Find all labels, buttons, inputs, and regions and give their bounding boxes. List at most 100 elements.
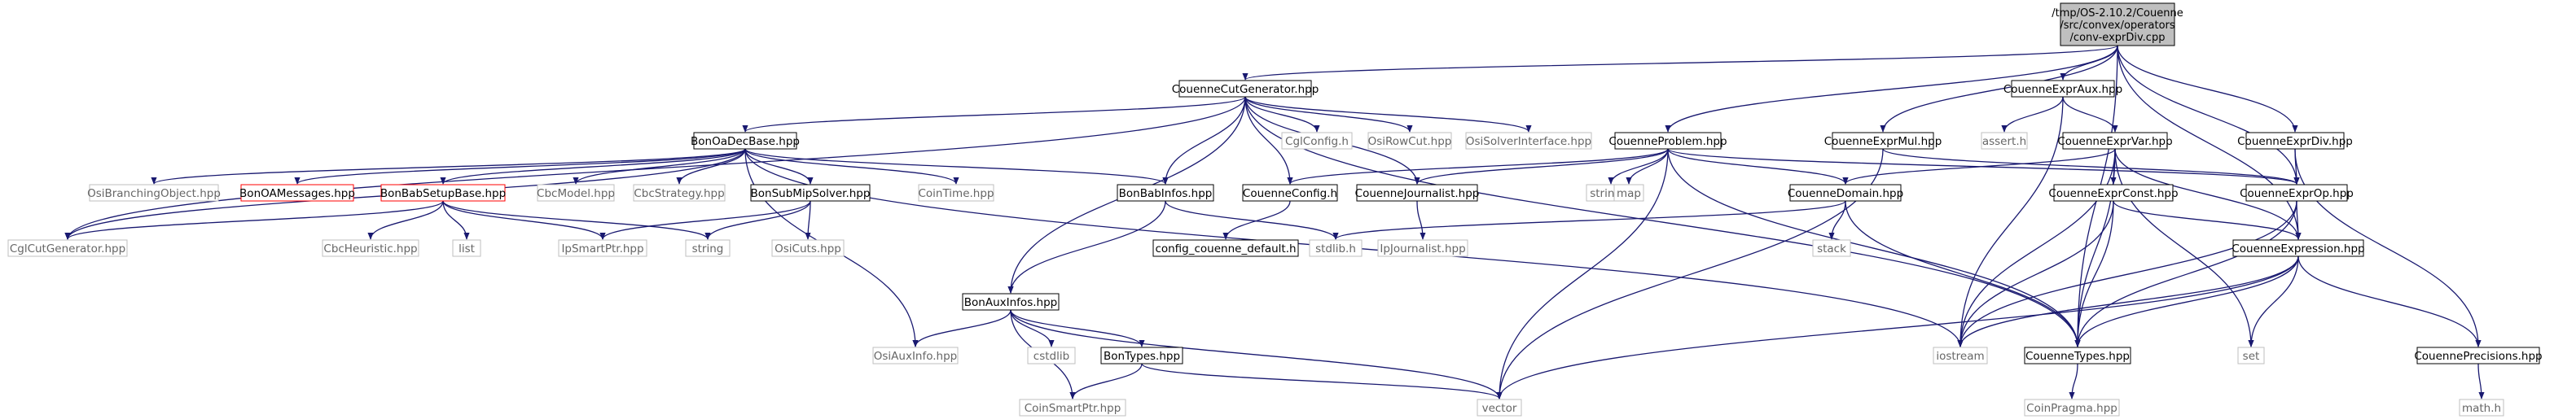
include-node: CoinSmartPtr.hpp bbox=[1019, 399, 1126, 417]
include-node[interactable]: CouenneExprVar.hpp bbox=[2057, 132, 2173, 150]
node-box bbox=[1614, 132, 1722, 150]
node-box bbox=[558, 239, 647, 257]
include-node[interactable]: CouenneProblem.hpp bbox=[1608, 132, 1727, 150]
include-node[interactable]: CouenneTypes.hpp bbox=[2024, 347, 2131, 364]
include-node: iostream bbox=[1933, 347, 1988, 364]
edge-n_couDomain-to-n_stack bbox=[1828, 200, 1846, 240]
node-box bbox=[1933, 347, 1988, 364]
node-label: CouenneExprVar.hpp bbox=[2057, 135, 2172, 148]
include-node: CoinTime.hpp bbox=[918, 184, 994, 202]
node-label: string bbox=[692, 242, 724, 255]
edge-n_exprMul-to-n_exprOp bbox=[1882, 148, 2300, 185]
node-box bbox=[1152, 239, 1299, 257]
edge-n_cutgen-to-n_osiSolverIf bbox=[1244, 96, 1532, 133]
node-box bbox=[322, 239, 419, 257]
node-box bbox=[2062, 132, 2168, 150]
edge-n_bonAuxInfos-to-n_cstdlib bbox=[1010, 309, 1055, 347]
node-box bbox=[2024, 399, 2120, 417]
include-node: stack bbox=[1812, 239, 1851, 257]
edge-n_problem-to-n_couConfig bbox=[1287, 148, 1669, 185]
node-label: CouenneExprOp.hpp bbox=[2240, 187, 2354, 200]
edge-root-to-n_problem bbox=[1665, 45, 2118, 133]
include-node: list bbox=[452, 239, 481, 257]
include-node: CglConfig.h bbox=[1281, 132, 1353, 150]
include-node[interactable]: BonOAMessages.hpp bbox=[239, 184, 355, 202]
include-node[interactable]: CouenneExprDiv.hpp bbox=[2237, 132, 2353, 150]
include-node[interactable]: BonOaDecBase.hpp bbox=[691, 132, 800, 150]
include-node[interactable]: CouenneExprMul.hpp bbox=[1824, 132, 1942, 150]
edge-n_bonOsDec-to-n_bonOAMsg bbox=[294, 148, 746, 185]
node-label: OsiBranchingObject.hpp bbox=[87, 187, 221, 200]
edge-n_couJournalist-to-n_ipJournalist bbox=[1416, 200, 1426, 240]
include-node[interactable]: BonAuxInfos.hpp bbox=[962, 293, 1060, 311]
include-node: OsiBranchingObject.hpp bbox=[87, 184, 221, 202]
include-node[interactable]: BonBabInfos.hpp bbox=[1117, 184, 1214, 202]
edge-n_couDomain-to-n_stdlib bbox=[1332, 200, 1846, 240]
node-box bbox=[1356, 184, 1478, 202]
node-label: BonOaDecBase.hpp bbox=[691, 135, 800, 148]
include-node[interactable]: CouennePrecisions.hpp bbox=[2414, 347, 2543, 364]
edge-n_problem-to-n_stringh bbox=[1608, 148, 1669, 185]
edge-n_exprAux-to-n_assert bbox=[2001, 96, 2064, 133]
include-node[interactable]: CouenneExprAux.hpp bbox=[2003, 80, 2122, 98]
node-label: BonBabInfos.hpp bbox=[1119, 187, 1213, 200]
include-node[interactable]: CouenneJournalist.hpp bbox=[1355, 184, 1480, 202]
edge-n_bonBabSetup-to-n_ipSmart bbox=[442, 200, 606, 240]
edge-n_exprVar-to-n_couDomain bbox=[1842, 148, 2116, 185]
include-node[interactable]: CouenneCutGenerator.hpp bbox=[1172, 80, 1319, 98]
node-label: BonTypes.hpp bbox=[1104, 350, 1180, 363]
node-box bbox=[1377, 239, 1468, 257]
node-box bbox=[2459, 399, 2504, 417]
node-box bbox=[685, 239, 731, 257]
include-node[interactable]: config_couenne_default.h bbox=[1152, 239, 1299, 257]
node-box bbox=[2237, 347, 2265, 364]
edge-n_cutgen-to-n_osiRowCut bbox=[1244, 96, 1413, 133]
edge-n_exprVar-to-n_couTypes bbox=[2074, 148, 2116, 347]
node-box bbox=[1981, 132, 2028, 150]
include-node[interactable]: CouenneDomain.hpp bbox=[1788, 184, 1903, 202]
node-label: list bbox=[459, 242, 475, 255]
node-box bbox=[2011, 80, 2115, 98]
edge-n_bonAuxInfos-to-n_bonTypes bbox=[1010, 309, 1145, 347]
include-node[interactable]: BonBabSetupBase.hpp bbox=[380, 184, 506, 202]
node-label: IpJournalist.hpp bbox=[1380, 242, 1465, 255]
include-node[interactable]: CouenneConfig.h bbox=[1242, 184, 1338, 202]
edge-n_bonSubMip-to-n_osiCuts bbox=[805, 200, 811, 240]
include-node: CglCutGenerator.hpp bbox=[7, 239, 128, 257]
edge-n_problem-to-n_map bbox=[1626, 148, 1669, 185]
edge-n_exprConst-to-n_exprExpr bbox=[2113, 200, 2302, 240]
node-box bbox=[2060, 2, 2175, 46]
include-node[interactable]: CouenneExprOp.hpp bbox=[2240, 184, 2354, 202]
edge-n_bonOsDec-to-n_bonBabInfos bbox=[744, 148, 1169, 185]
node-box bbox=[380, 184, 506, 202]
edge-n_exprExpr-to-n_vector bbox=[1496, 255, 2299, 399]
node-box bbox=[1477, 399, 1522, 417]
node-box bbox=[633, 184, 726, 202]
edge-root-to-n_exprMul bbox=[1880, 45, 2118, 133]
node-label: CouenneJournalist.hpp bbox=[1355, 187, 1480, 200]
edge-n_problem-to-n_couJournalist bbox=[1414, 148, 1669, 185]
edge-n_bonBabSetup-to-n_list bbox=[442, 200, 470, 240]
include-node: IpSmartPtr.hpp bbox=[558, 239, 647, 257]
edge-n_cutgen-to-n_cglCutGen bbox=[64, 96, 1246, 240]
include-node[interactable]: BonTypes.hpp bbox=[1100, 347, 1183, 364]
include-node[interactable]: CouenneExpression.hpp bbox=[2232, 239, 2365, 257]
edge-n_exprOp-to-n_couTypes bbox=[2074, 200, 2297, 347]
edge-n_exprExpr-to-n_iostream bbox=[1957, 255, 2299, 347]
edge-n_cutgen-to-n_bonBabInfos bbox=[1162, 96, 1246, 185]
include-node[interactable]: BonSubMipSolver.hpp bbox=[750, 184, 871, 202]
node-label: math.h bbox=[2462, 402, 2501, 415]
edge-n_exprExpr-to-n_couTypes bbox=[2074, 255, 2299, 347]
node-label: CglConfig.h bbox=[1285, 135, 1349, 148]
include-node[interactable]: CouenneExprConst.hpp bbox=[2048, 184, 2179, 202]
node-box bbox=[452, 239, 481, 257]
edge-n_bonBabInfos-to-n_stdlib bbox=[1165, 200, 1339, 240]
node-label: CoinTime.hpp bbox=[918, 187, 994, 200]
node-box bbox=[1100, 347, 1183, 364]
node-box bbox=[240, 184, 354, 202]
edge-n_bonOsDec-to-n_bonBabSetup bbox=[440, 148, 746, 185]
edge-n_bonOsDec-to-n_cbcStrategy bbox=[676, 148, 746, 185]
dependency-nodes: /tmp/OS-2.10.2/Couenne/src/convex/operat… bbox=[7, 2, 2543, 417]
edge-root-to-n_cutgen bbox=[1242, 45, 2118, 81]
